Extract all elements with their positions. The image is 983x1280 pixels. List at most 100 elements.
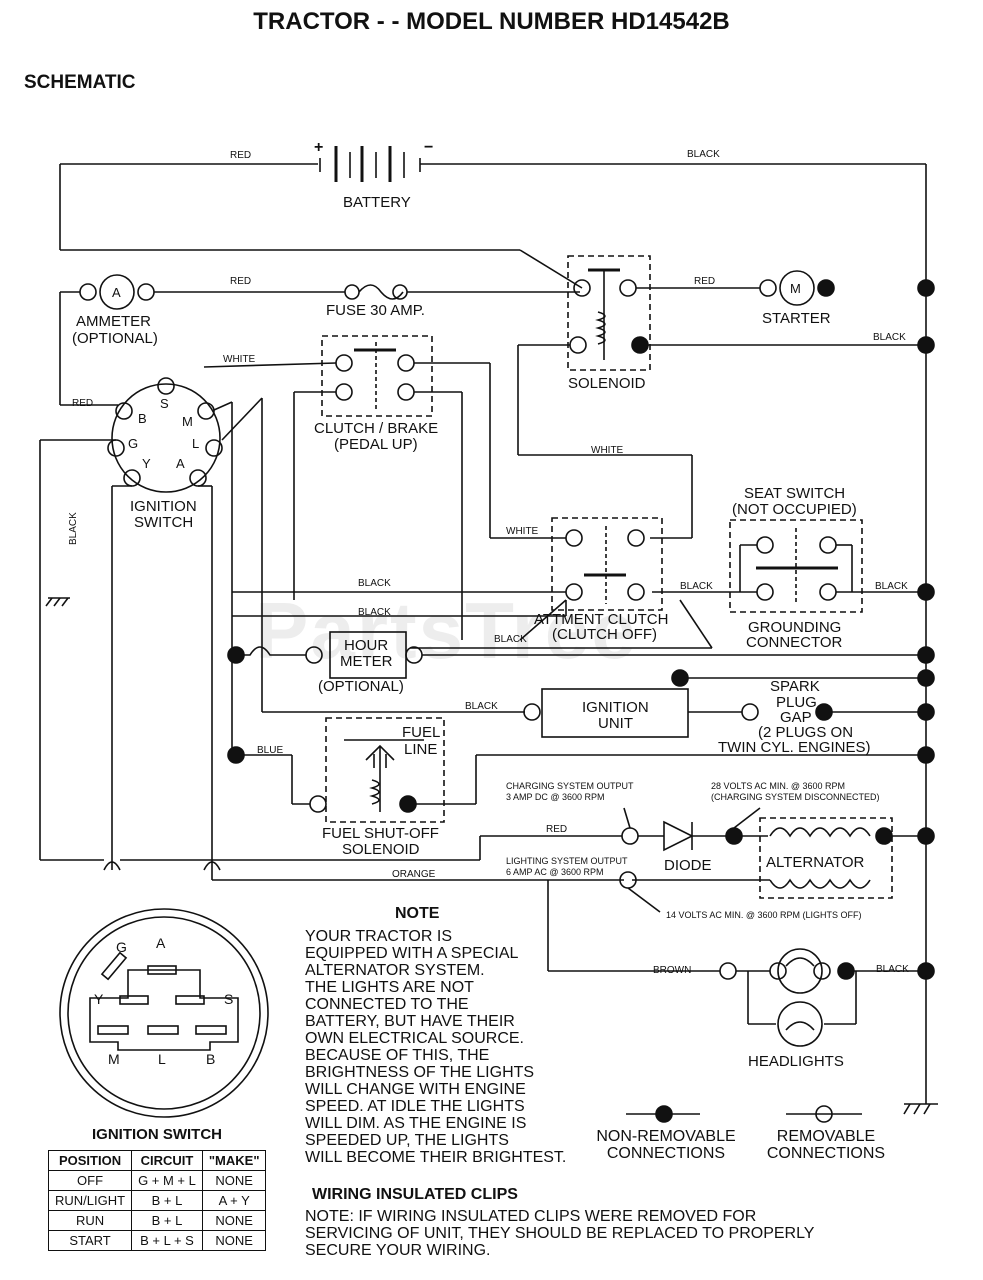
alternator-circuit (103, 807, 926, 972)
hour-meter-label-2: METER (340, 653, 393, 670)
seat-switch-note: (NOT OCCUPIED) (732, 501, 857, 518)
ground-symbol-left (45, 597, 70, 607)
ignition-switch-label-2: SWITCH (134, 514, 193, 531)
starter-symbol: M (790, 281, 801, 296)
wire-label-black-seat: BLACK (680, 581, 713, 592)
table-header-circuit: CIRCUIT (131, 1150, 203, 1171)
legend-non-removable-symbol (626, 1105, 700, 1123)
ammeter-note: (OPTIONAL) (72, 330, 158, 347)
legend-non-removable-label-2: CONNECTIONS (606, 1145, 726, 1162)
fuel-line-label-2: LINE (404, 741, 437, 758)
plug-terminal-m: M (108, 1051, 120, 1067)
table-cell: NONE (201, 1230, 267, 1251)
wire-label-black-a: BLACK (358, 578, 391, 589)
note-heading: NOTE (395, 905, 440, 922)
wire-label-red-ammeter: RED (230, 276, 251, 287)
wire-label-red-starter: RED (694, 276, 715, 287)
ignition-switch-label-1: IGNITION (130, 498, 197, 515)
spark-plug-label-2: PLUG (776, 694, 817, 711)
table-header-position: POSITION (47, 1150, 133, 1171)
hour-meter (227, 631, 926, 679)
legend-removable: REMOVABLE CONNECTIONS (736, 1128, 916, 1162)
spark-plug-label-5: TWIN CYL. ENGINES) (718, 739, 871, 756)
wire-label-red-battery: RED (230, 150, 251, 161)
plug-terminal-g: G (116, 939, 127, 955)
legend-removable-label-2: CONNECTIONS (766, 1145, 886, 1162)
table-cell: B + L (131, 1190, 203, 1211)
wire-label-black-b: BLACK (358, 607, 391, 618)
clips-heading: WIRING INSULATED CLIPS (312, 1186, 518, 1203)
attment-clutch-switch (232, 517, 713, 649)
attment-clutch-note: (CLUTCH OFF) (552, 626, 657, 643)
ignition-switch-symbol (39, 377, 624, 881)
ammeter-symbol: A (112, 285, 121, 300)
hour-meter-note: (OPTIONAL) (318, 678, 404, 695)
wire-label-blue: BLUE (257, 745, 283, 756)
lighting-output-label-2: 6 AMP AC @ 3600 RPM (506, 867, 604, 877)
terminal-g: G (128, 436, 138, 451)
spark-plug-label-1: SPARK (770, 678, 820, 695)
table-row: RUN B + L NONE (47, 1210, 267, 1231)
ignition-unit (523, 669, 926, 738)
wire-label-black-headlight: BLACK (876, 964, 909, 975)
table-row: START B + L + S NONE (47, 1230, 267, 1251)
seat-switch-label: SEAT SWITCH (744, 485, 845, 502)
starter (759, 270, 835, 306)
note-body: YOUR TRACTOR IS EQUIPPED WITH A SPECIAL … (305, 928, 567, 1166)
wire-label-brown: BROWN (653, 965, 691, 976)
schematic-heading: SCHEMATIC (24, 72, 136, 93)
ignition-plug-diagram (59, 908, 269, 1118)
ignition-switch-table: POSITION CIRCUIT "MAKE" OFF G + M + L NO… (47, 1150, 267, 1251)
plug-terminal-y: Y (94, 991, 104, 1007)
terminal-b: B (138, 411, 147, 426)
fuel-solenoid-label-2: SOLENOID (342, 841, 420, 858)
wire-label-black-solenoid: BLACK (873, 332, 906, 343)
watermark: PartsTree (255, 586, 638, 675)
table-header-row: POSITION CIRCUIT "MAKE" (47, 1150, 267, 1171)
plug-terminal-a: A (156, 935, 166, 951)
wire-label-red-charging: RED (546, 824, 567, 835)
plug-terminal-l: L (158, 1051, 166, 1067)
headlights-label: HEADLIGHTS (748, 1053, 844, 1070)
volts-14-label: 14 VOLTS AC MIN. @ 3600 RPM (LIGHTS OFF) (666, 910, 862, 920)
terminal-s: S (160, 396, 169, 411)
clutch-brake-switch (203, 335, 566, 640)
wire-label-black-ignition-unit: BLACK (465, 701, 498, 712)
wire-label-black-c: BLACK (494, 634, 527, 645)
table-row: RUN/LIGHT B + L A + Y (47, 1190, 267, 1211)
plug-terminal-b: B (206, 1051, 215, 1067)
grounding-connector-label-2: CONNECTOR (746, 634, 843, 651)
terminal-l: L (192, 436, 199, 451)
spark-plug-label-4: (2 PLUGS ON (758, 724, 853, 741)
terminal-y: Y (142, 456, 151, 471)
battery-label: BATTERY (343, 194, 411, 211)
table-cell: NONE (201, 1170, 267, 1191)
table-cell: B + L + S (131, 1230, 203, 1251)
legend-removable-label-1: REMOVABLE (776, 1128, 876, 1145)
starter-label: STARTER (762, 310, 831, 327)
spark-plug-label-3: GAP (780, 709, 812, 726)
table-cell: RUN (47, 1210, 133, 1231)
table-cell: OFF (47, 1170, 133, 1191)
clips-body: NOTE: IF WIRING INSULATED CLIPS WERE REM… (305, 1208, 815, 1259)
table-cell: B + L (131, 1210, 203, 1231)
clutch-brake-label: CLUTCH / BRAKE (314, 420, 438, 437)
wire-label-orange: ORANGE (392, 869, 436, 880)
wire-label-black-ignition: BLACK (68, 512, 79, 545)
table-cell: NONE (201, 1210, 267, 1231)
legend-non-removable: NON-REMOVABLE CONNECTIONS (576, 1128, 756, 1162)
wire-label-white-clutch: WHITE (223, 354, 256, 365)
table-row: OFF G + M + L NONE (47, 1170, 267, 1191)
ground-symbol-right (903, 975, 938, 1115)
solenoid-label: SOLENOID (568, 375, 646, 392)
charging-output-label-2: 3 AMP DC @ 3600 RPM (506, 792, 605, 802)
wire-label-red-ignition: RED (72, 398, 93, 409)
wire-label-black-ground: BLACK (875, 581, 908, 592)
fuse (344, 284, 580, 300)
clutch-brake-note: (PEDAL UP) (334, 436, 418, 453)
ignition-table-title: IGNITION SWITCH (92, 1126, 222, 1143)
fuse-label: FUSE 30 AMP. (326, 302, 425, 319)
table-cell: G + M + L (131, 1170, 203, 1191)
wire-label-white-attment: WHITE (506, 526, 539, 537)
